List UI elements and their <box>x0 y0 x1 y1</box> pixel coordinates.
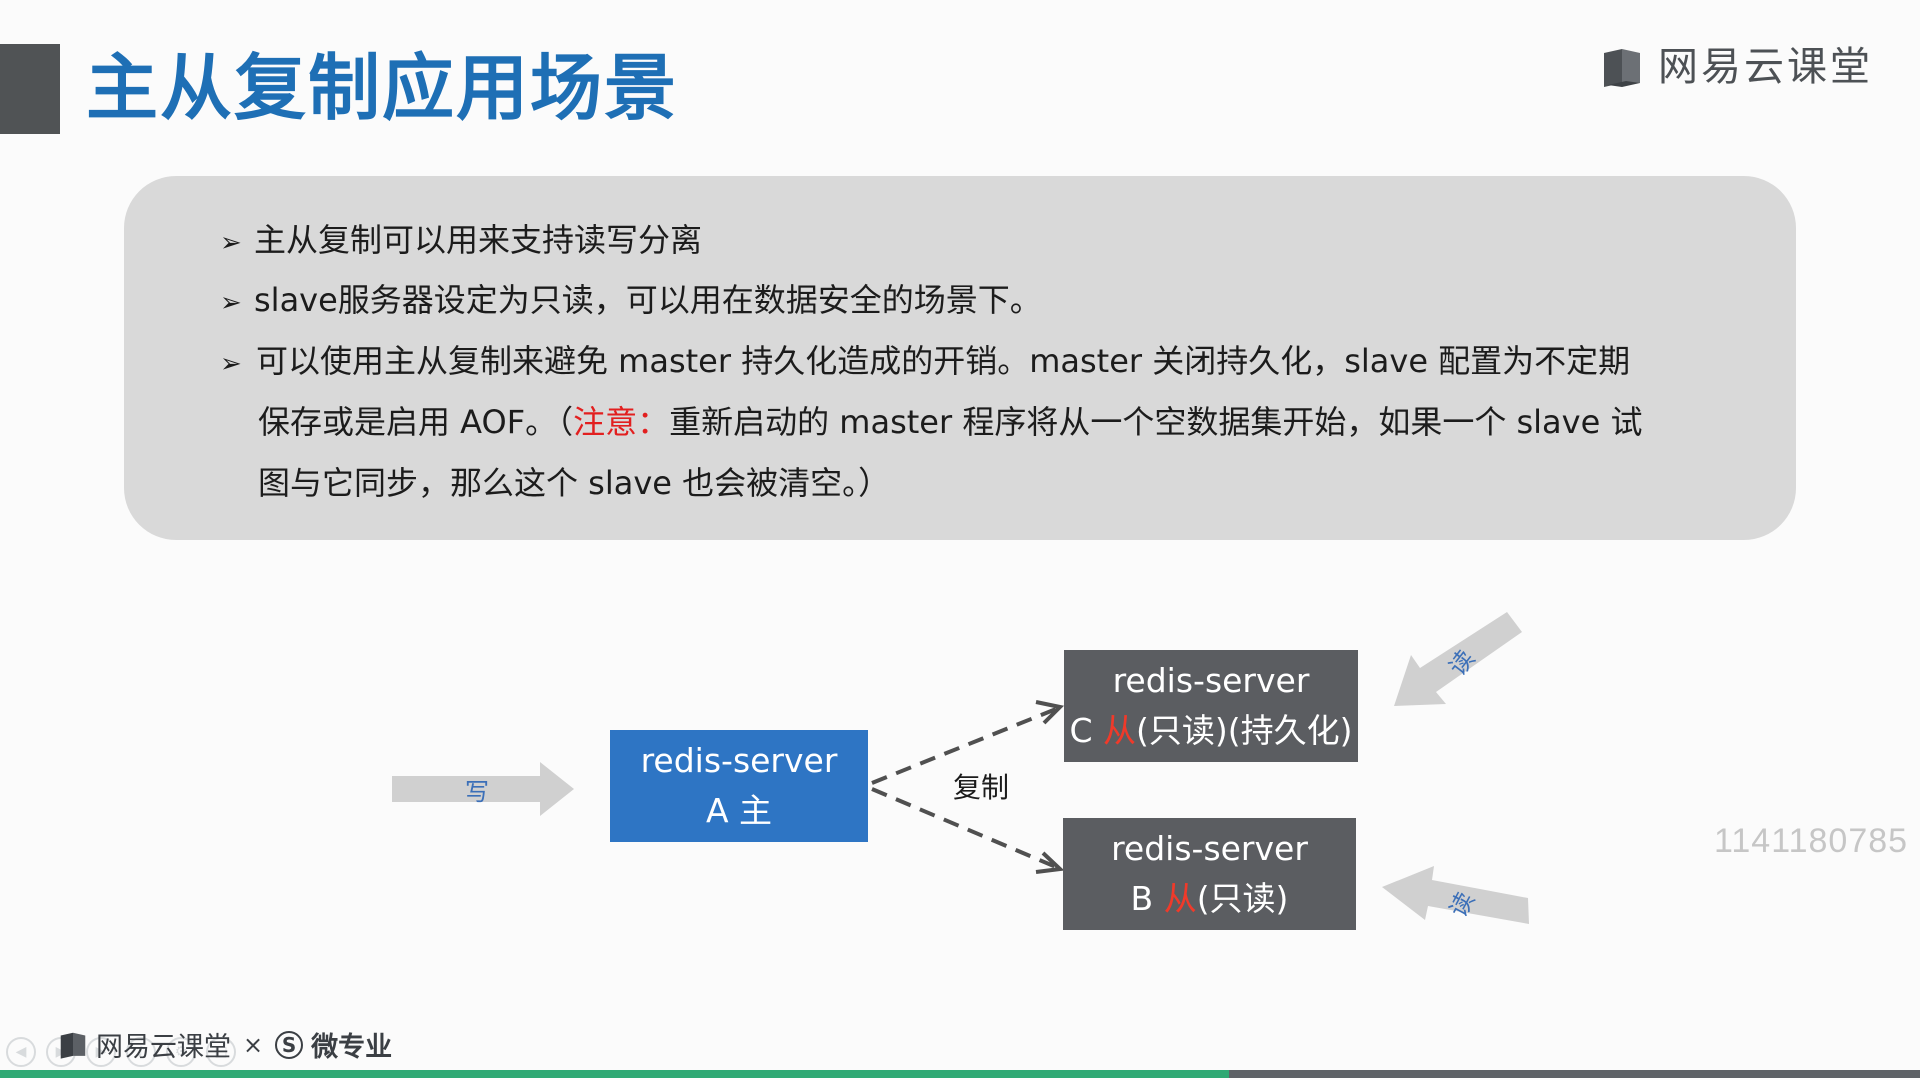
footer-pro-name: 微专业 <box>311 1032 393 1063</box>
bullet-text: 重新启动的 master 程序将从一个空数据集开始，如果一个 slave 试 <box>669 403 1643 441</box>
server-role: C 从(只读)(持久化) <box>1069 711 1353 750</box>
arrow-bullet-icon: ➢ <box>220 228 242 258</box>
bullet-text: 可以使用主从复制来避免 master 持久化造成的开销。master 关闭持久化… <box>256 342 1631 380</box>
arrow-bullet-icon: ➢ <box>220 349 242 379</box>
user-id-watermark: 1141180785 <box>1714 822 1909 860</box>
read-label-b: 读 <box>1444 887 1481 922</box>
title-accent-block <box>0 44 60 134</box>
replicate-label: 复制 <box>953 771 1010 804</box>
s-logo-icon: S <box>275 1030 304 1059</box>
next-icon[interactable]: ▶ <box>86 1037 116 1067</box>
bullet-item-2: ➢ slave服务器设定为只读，可以用在数据安全的场景下。 <box>220 270 1042 333</box>
footer-times: × <box>243 1030 264 1059</box>
footer-brand-name: 网易云课堂 <box>96 1032 231 1063</box>
write-label: 写 <box>465 778 489 806</box>
bullet-item-3-continued-2: 图与它同步，那么这个 slave 也会被清空。） <box>258 453 890 513</box>
server-node-a: redis-server A 主 <box>610 730 868 842</box>
prev-icon[interactable]: ◀ <box>6 1037 36 1067</box>
replicate-head-b <box>1035 851 1065 874</box>
arrow-bullet-icon: ➢ <box>220 288 242 318</box>
video-progress-bar[interactable] <box>0 1070 1920 1078</box>
volume-icon[interactable]: ♪ <box>126 1037 156 1067</box>
bullet-item-3: ➢ 可以使用主从复制来避免 master 持久化造成的开销。master 关闭持久… <box>220 331 1630 394</box>
footer-brand: 网易云课堂 × S 微专业 <box>58 1025 392 1064</box>
warning-label: 注意： <box>573 403 670 441</box>
info-panel <box>124 176 1796 540</box>
server-node-b: redis-server B 从(只读) <box>1063 818 1356 930</box>
book-icon <box>60 1032 86 1059</box>
book-icon <box>1604 49 1640 87</box>
settings-icon[interactable]: ⚙ <box>166 1037 196 1067</box>
server-name: redis-server <box>640 741 838 780</box>
brand-name: 网易云课堂 <box>1658 44 1873 90</box>
fullscreen-icon[interactable]: □ <box>206 1037 236 1067</box>
brand-logo-top: 网易云课堂 <box>1600 42 1873 92</box>
bullet-text: 图与它同步，那么这个 slave 也会被清空。） <box>258 464 891 502</box>
slide-title: 主从复制应用场景 <box>86 46 679 130</box>
bullet-text: 主从复制可以用来支持读写分离 <box>254 221 703 259</box>
server-role: A 主 <box>705 791 773 830</box>
read-label-c: 读 <box>1443 644 1481 682</box>
server-name: redis-server <box>1111 829 1308 868</box>
bullet-text: 保存或是启用 AOF。（ <box>258 403 574 441</box>
video-progress-fill <box>0 1070 1229 1078</box>
server-name: redis-server <box>1112 661 1310 700</box>
bullet-item-3-continued: 保存或是启用 AOF。（注意：重新启动的 master 程序将从一个空数据集开始… <box>258 392 1642 452</box>
replicate-head-c <box>1035 700 1065 725</box>
server-node-c: redis-server C 从(只读)(持久化) <box>1064 650 1358 762</box>
bullet-item-1: ➢ 主从复制可以用来支持读写分离 <box>220 210 702 273</box>
server-role: B 从(只读) <box>1130 879 1289 918</box>
bullet-text: slave服务器设定为只读，可以用在数据安全的场景下。 <box>254 281 1042 319</box>
